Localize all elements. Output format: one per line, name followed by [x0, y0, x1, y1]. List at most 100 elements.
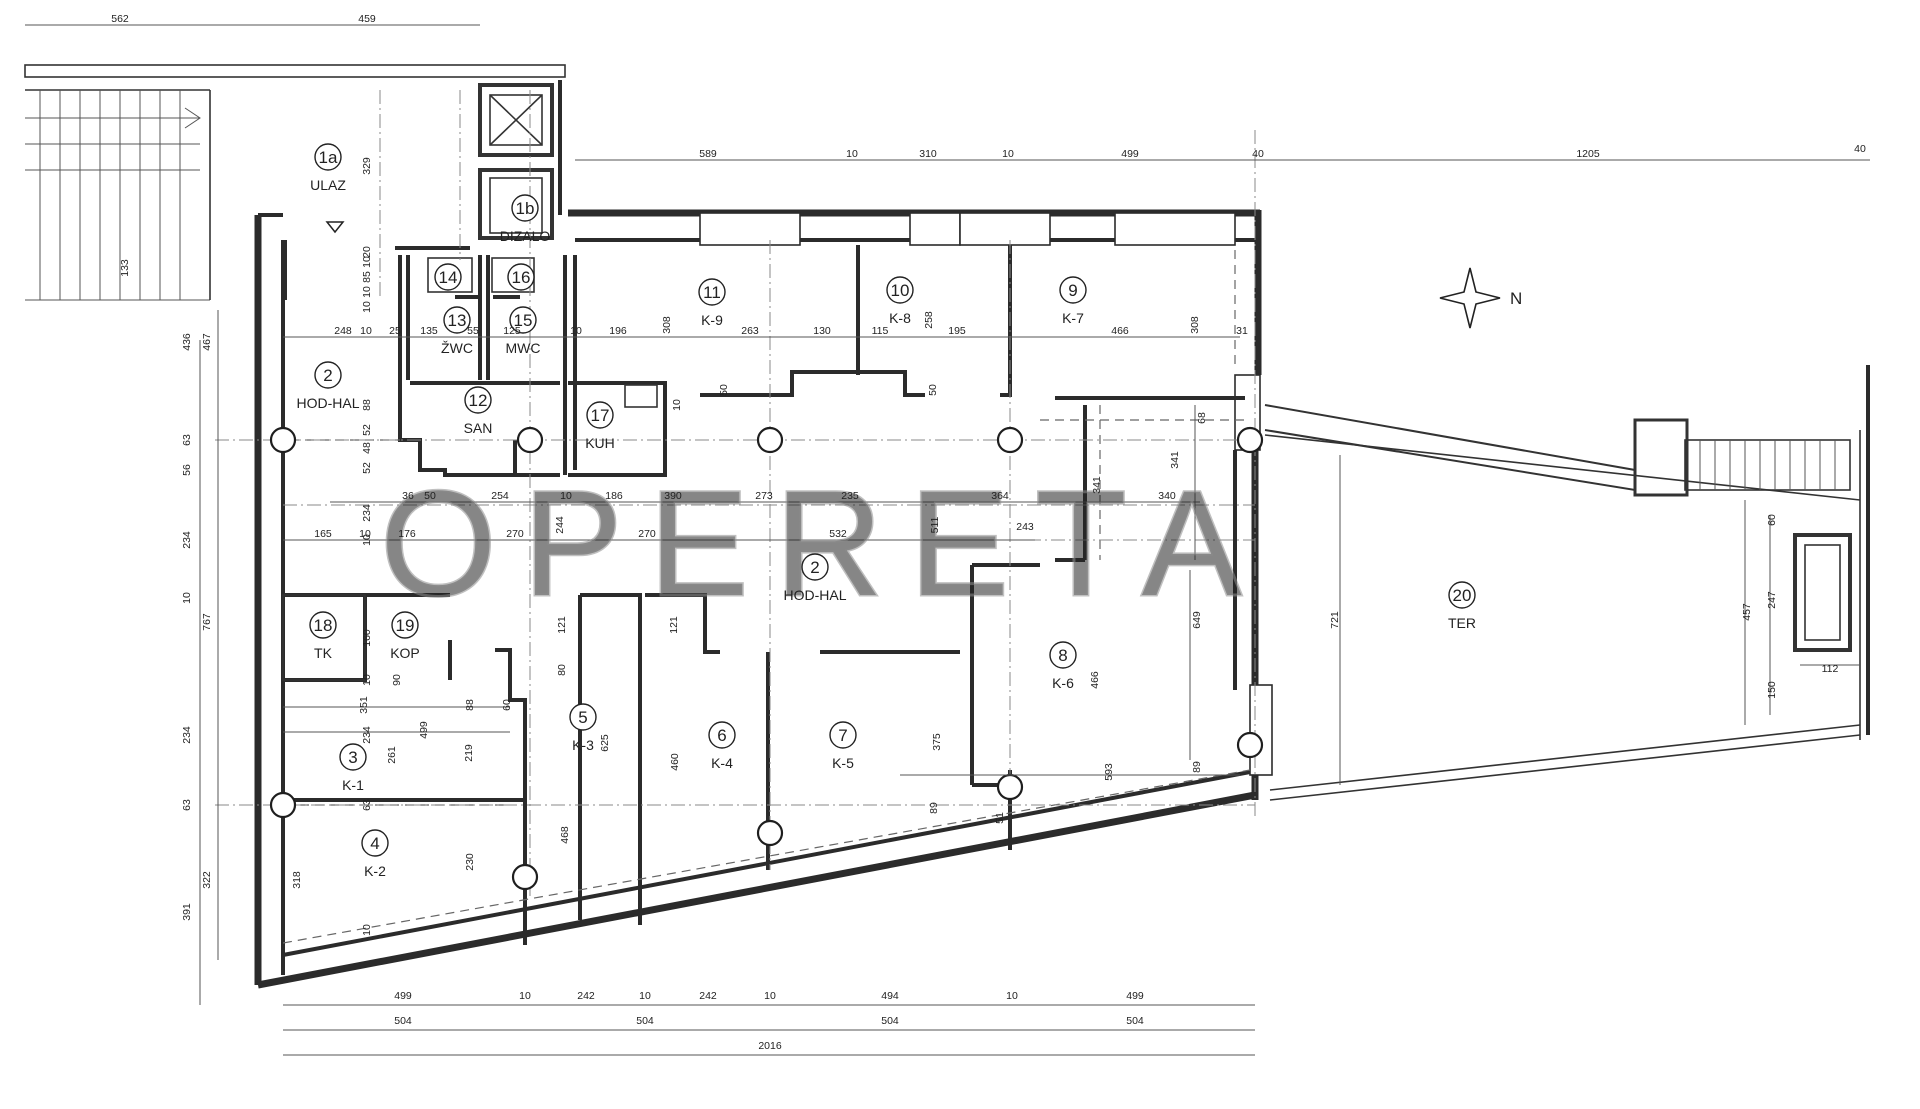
room-number-badge: [443, 306, 471, 334]
column: [756, 426, 784, 454]
room-number: 3: [348, 748, 357, 767]
room-number: 2: [323, 366, 332, 385]
dimension-label: 125: [503, 325, 521, 337]
room-name: HOD-HAL: [783, 587, 846, 603]
dimension-label: 121: [556, 616, 568, 634]
dimension-label: 322: [201, 871, 213, 889]
dimension-label: 318: [291, 871, 303, 889]
dimension-label: 721: [1329, 611, 1341, 629]
dimension-label: 468: [559, 826, 571, 844]
room-name: K-4: [711, 755, 733, 771]
room-number-badge: [309, 611, 337, 639]
dimension-label: 80: [556, 664, 568, 676]
room-8-k-6: 8K-6: [1049, 641, 1077, 691]
dimension-label: 504: [1126, 1015, 1144, 1027]
dimension-label: 10: [639, 990, 651, 1002]
room-number-badge: [339, 743, 367, 771]
dimension-label: 242: [577, 990, 595, 1002]
dimension-label: 88: [464, 699, 476, 711]
dimension-label: 511: [929, 516, 941, 533]
dimension-label: 649: [1191, 611, 1203, 629]
dimension-label: 85: [361, 271, 373, 283]
room-labels: 1aULAZ1bDIZALO2HOD-HAL2HOD-HAL3K-14K-25K…: [296, 143, 1476, 879]
room-number: 20: [1453, 586, 1472, 605]
dimension-label: 308: [661, 316, 673, 334]
room-name: HOD-HAL: [296, 395, 359, 411]
dimension-label: 258: [923, 311, 935, 329]
dimension-label: 466: [1089, 671, 1101, 689]
room-3-k-1: 3K-1: [339, 743, 367, 793]
dimension-label: 10: [361, 674, 373, 686]
dimension-label: 234: [361, 504, 373, 522]
dimension-label: 10: [361, 534, 373, 546]
dimension-label: 499: [418, 721, 430, 739]
dimension-label: 351: [358, 696, 370, 714]
dimension-label: 340: [1158, 490, 1176, 502]
dimension-label: 234: [181, 531, 193, 549]
dimension-label: 230: [464, 853, 476, 871]
dimension-label: 504: [636, 1015, 654, 1027]
room-11-k-9: 11K-9: [698, 278, 726, 328]
column: [996, 773, 1024, 801]
room-number-badge: [801, 553, 829, 581]
dimension-label: 40: [1854, 143, 1866, 155]
dimension-label: 247: [1766, 591, 1778, 609]
dimension-label: 195: [948, 325, 966, 337]
dimension-label: 160: [361, 629, 373, 647]
room-number-badge: [511, 194, 539, 222]
dimension-label: 242: [699, 990, 717, 1002]
room-number-badge: [509, 306, 537, 334]
dimension-label: 55: [467, 325, 479, 337]
interior-walls: [282, 245, 1245, 945]
dimension-label: 10: [846, 148, 858, 160]
dimension-label: 20: [361, 246, 373, 258]
dimension-label: 68: [1196, 412, 1208, 424]
dimension-label: 494: [881, 990, 899, 1002]
lift-shaft: [478, 80, 562, 240]
column: [1236, 731, 1264, 759]
dimension-label: 10: [764, 990, 776, 1002]
room-number-badge: [708, 721, 736, 749]
room-number-badge: [391, 611, 419, 639]
dimension-label: 133: [119, 259, 131, 277]
dimension-label: 10: [361, 256, 373, 268]
room-number: 7: [838, 726, 847, 745]
dimension-label: 310: [919, 148, 937, 160]
dimension-label: 562: [111, 13, 129, 25]
dimension-label: 341: [1091, 476, 1103, 494]
dimension-label: 89: [928, 802, 940, 814]
room-name: TK: [314, 645, 333, 661]
room-number-badge: [1059, 276, 1087, 304]
dimension-label: 466: [1111, 325, 1129, 337]
room-name: K-5: [832, 755, 854, 771]
room-name: ŽWC: [441, 340, 473, 356]
dashed-lines: [282, 250, 1251, 944]
dimension-label: 63: [181, 434, 193, 446]
dimension-label: 235: [841, 490, 859, 502]
room-name: K-2: [364, 863, 386, 879]
dimension-label: 10: [1006, 990, 1018, 1002]
room-name: K-7: [1062, 310, 1084, 326]
room-number-badge: [434, 263, 462, 291]
room-name: KUH: [585, 435, 615, 451]
room-4-k-2: 4K-2: [361, 829, 389, 879]
room-10-k-8: 10K-8: [886, 276, 914, 326]
room-number: 15: [514, 311, 533, 330]
room-number: 14: [439, 268, 458, 287]
dimension-label: 36: [402, 490, 414, 502]
dimension-label: 150: [1766, 681, 1778, 699]
dimension-label: 10: [361, 301, 373, 313]
room-name: SAN: [464, 420, 493, 436]
dimension-label: 308: [1189, 316, 1201, 334]
room-5-k-3: 5K-3: [569, 703, 597, 753]
room-number: 8: [1058, 646, 1067, 665]
dimension-label: 391: [181, 903, 193, 921]
dimension-label: 234: [181, 726, 193, 744]
room-number: 18: [314, 616, 333, 635]
